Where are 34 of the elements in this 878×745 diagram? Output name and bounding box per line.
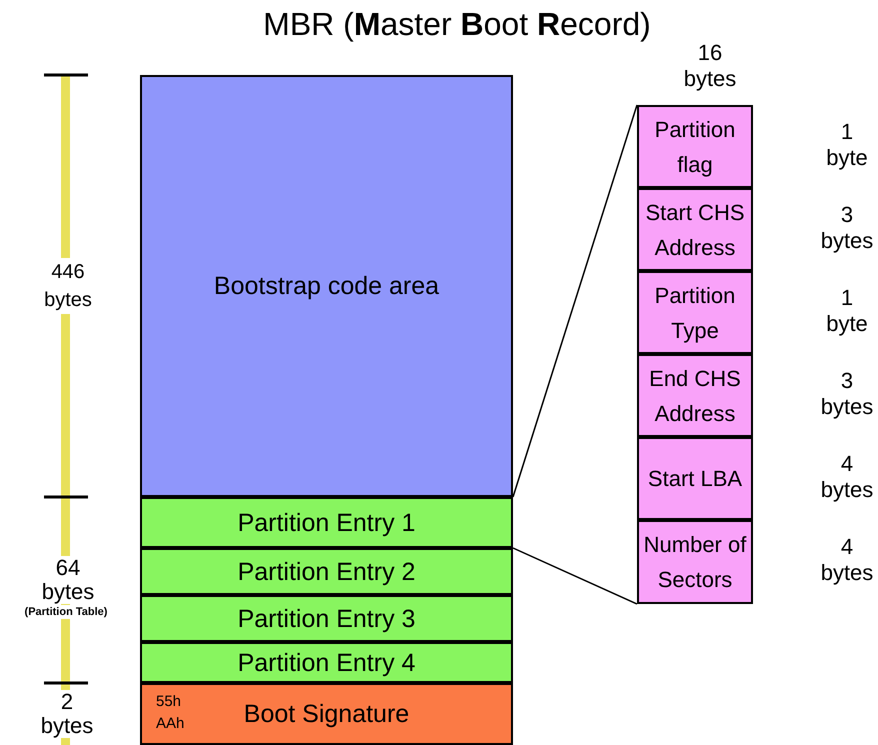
memory-region	[140, 642, 513, 683]
region-label: Partition Entry 1	[238, 508, 416, 538]
field-label: Start CHS Address	[644, 198, 746, 262]
memory-region	[140, 548, 513, 595]
connector-line	[512, 104, 638, 498]
field-box	[637, 354, 753, 437]
field-label: End CHS Address	[648, 364, 742, 428]
field-label: Start LBA	[646, 465, 744, 493]
memory-region	[140, 75, 513, 497]
region-label: Partition Entry 2	[238, 556, 416, 586]
region-label: Bootstrap code area	[214, 271, 440, 301]
field-box	[637, 105, 753, 188]
signature-value: 55h AAh	[156, 692, 186, 734]
region-label: Partition Entry 3	[238, 604, 416, 634]
connector-line	[512, 547, 638, 605]
memory-region	[140, 683, 513, 745]
field-label: Number of Sectors	[642, 531, 748, 594]
size-label: 4 bytes	[820, 451, 874, 503]
size-label: 3 bytes	[820, 368, 874, 420]
field-box	[637, 271, 753, 354]
field-box	[637, 437, 753, 520]
field-label: Partition Type	[654, 282, 736, 345]
field-box	[637, 520, 753, 604]
region-label: Boot Signature	[244, 699, 410, 729]
field-label: Partition flag	[654, 116, 736, 179]
size-label: 4 bytes	[820, 534, 874, 586]
field-box	[637, 188, 753, 271]
region-label: Partition Entry 4	[238, 648, 416, 678]
memory-region	[140, 497, 513, 548]
memory-region	[140, 595, 513, 642]
size-label: 1 byte	[825, 285, 869, 337]
diagram-title: MBR (Master Boot Record)	[262, 5, 652, 44]
size-label: 3 bytes	[820, 202, 874, 254]
size-label: 1 byte	[825, 119, 869, 171]
